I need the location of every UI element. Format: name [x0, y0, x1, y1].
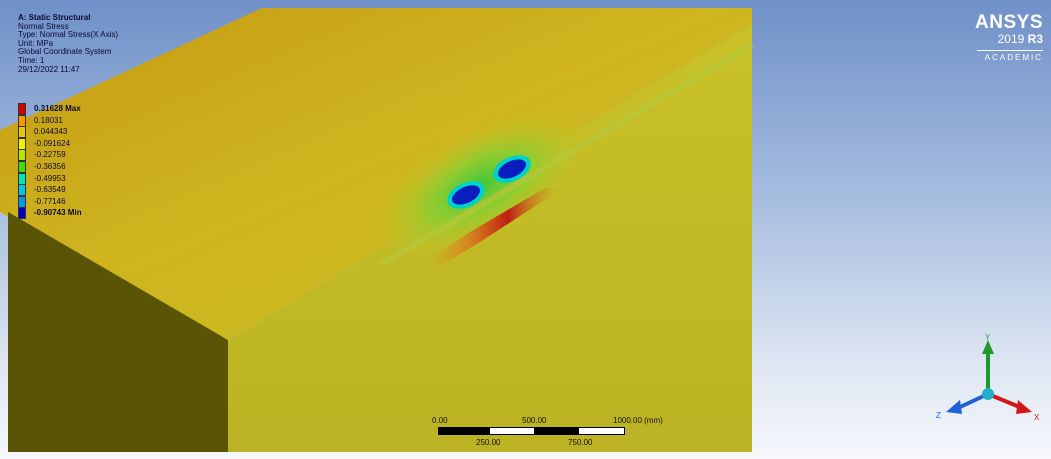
hole-right [493, 155, 531, 183]
legend-label: -0.091624 [34, 138, 71, 148]
axis-label-z: Z [936, 411, 941, 420]
hole-left [447, 181, 485, 209]
legend-label: -0.77146 [34, 196, 66, 206]
scale-label: 250.00 [476, 438, 501, 447]
legend-swatch [18, 184, 26, 197]
block-top-face [0, 8, 752, 340]
legend-swatch [18, 160, 26, 173]
groove-edge [378, 42, 754, 268]
block-side-face [8, 212, 228, 452]
legend-label: 0.18031 [34, 115, 63, 125]
scale-label: 1000.00 (mm) [613, 416, 663, 425]
legend-label: 0.31628 Max [34, 104, 81, 113]
legend-swatch [18, 103, 26, 115]
info-line: Unit: MPa [18, 38, 54, 48]
legend-label: -0.90743 Min [34, 208, 82, 218]
scale-segment [578, 427, 625, 435]
scale-label: 750.00 [568, 438, 593, 447]
legend-label: -0.49953 [34, 173, 66, 183]
scale-segment [438, 427, 490, 435]
scale-label: 500.00 [522, 416, 547, 425]
axis-triad[interactable]: Y X Z [932, 330, 1042, 430]
result-info: A: Static Structural Normal Stress Type:… [18, 13, 119, 74]
legend-swatch [18, 114, 26, 127]
legend-swatch [18, 149, 26, 162]
stress-region-red [430, 188, 560, 266]
legend-label: 0.044343 [34, 127, 68, 137]
info-line: Normal Stress [18, 21, 69, 31]
logo-version: 2019 R3 [997, 32, 1043, 46]
info-line: Time: 1 [18, 55, 45, 65]
scale-label: 0.00 [432, 416, 448, 425]
legend-swatch [18, 195, 26, 208]
legend-swatch [18, 137, 26, 150]
legend-swatch [18, 172, 26, 185]
legend-label: -0.63549 [34, 185, 66, 195]
axis-label-x: X [1034, 413, 1040, 422]
scale-segment [490, 427, 534, 435]
ansys-logo: ANSYS 2019 R3 ACADEMIC [975, 12, 1043, 62]
legend-label: -0.36356 [34, 161, 66, 171]
legend-label: -0.22759 [34, 150, 66, 160]
legend-swatch [18, 207, 26, 220]
info-line: Global Coordinate System [18, 47, 112, 57]
info-line: Type: Normal Stress(X Axis) [18, 30, 119, 40]
logo-brand: ANSYS [975, 12, 1043, 33]
legend-swatch [18, 126, 26, 139]
logo-edition: ACADEMIC [977, 50, 1043, 62]
scale-bar: 0.00 500.00 1000.00 (mm) 250.00 750.00 [430, 416, 663, 451]
axis-label-y: Y [985, 333, 991, 342]
info-line: 29/12/2022 11:47 [18, 64, 80, 74]
scale-segment [534, 427, 578, 435]
analysis-title: A: Static Structural [18, 13, 91, 22]
